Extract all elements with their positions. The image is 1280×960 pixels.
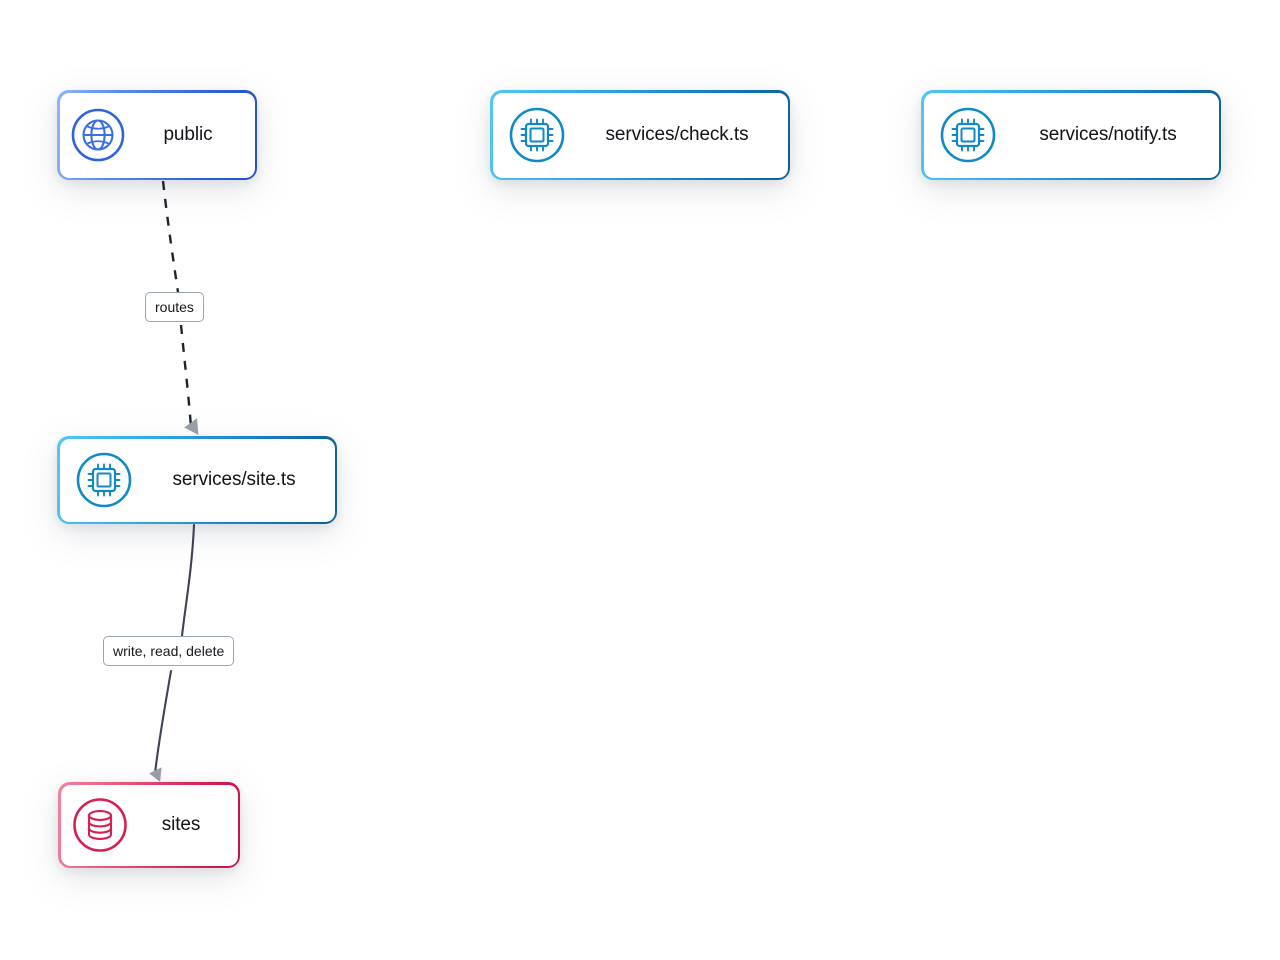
- node-sites-label: sites: [161, 814, 201, 835]
- node-public-label: public: [163, 124, 213, 145]
- node-services-check-label: services/check.ts: [605, 124, 749, 145]
- edge-label-write-read-delete[interactable]: write, read, delete: [103, 636, 235, 666]
- node-services-check[interactable]: services/check.ts: [490, 90, 790, 180]
- edge-label-routes[interactable]: routes: [145, 292, 204, 322]
- chip-icon: [924, 93, 1012, 178]
- node-services-notify-label: services/notify.ts: [1039, 124, 1177, 145]
- chip-icon: [60, 439, 148, 522]
- node-public[interactable]: public: [57, 90, 257, 180]
- node-sites[interactable]: sites: [58, 782, 240, 868]
- node-services-notify[interactable]: services/notify.ts: [921, 90, 1221, 180]
- node-services-site-label: services/site.ts: [172, 469, 296, 490]
- node-services-site[interactable]: services/site.ts: [57, 436, 337, 524]
- database-icon: [61, 785, 139, 866]
- globe-icon: [60, 93, 136, 178]
- chip-icon: [493, 93, 581, 178]
